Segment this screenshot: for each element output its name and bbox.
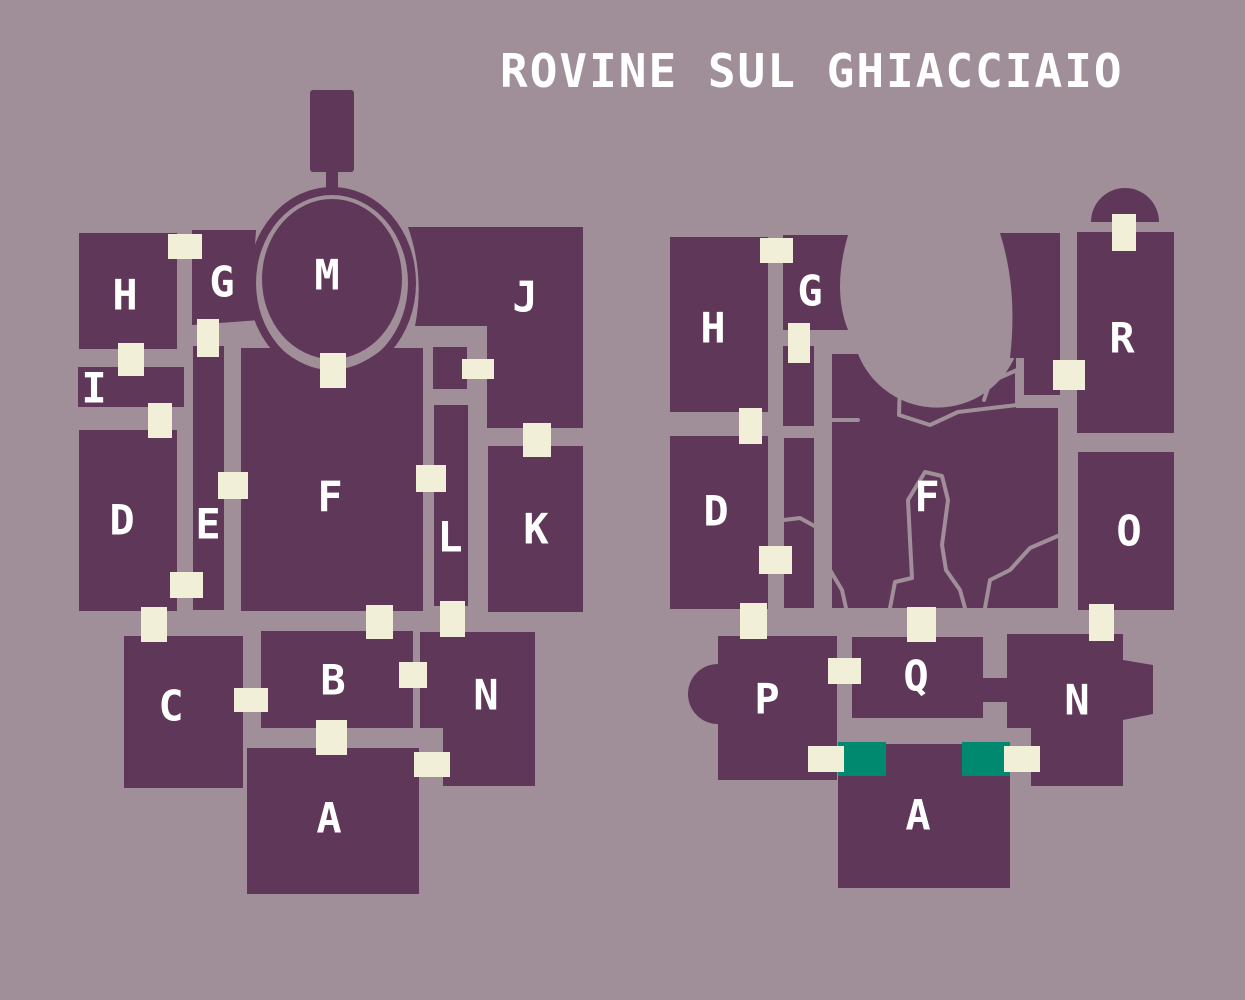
- left-room-f: [241, 348, 423, 611]
- left-label-l: L: [437, 513, 462, 562]
- door: [366, 605, 393, 639]
- right-map: H G R D F O P Q N A: [670, 188, 1174, 888]
- door: [197, 319, 219, 357]
- door: [1112, 214, 1136, 251]
- door: [907, 607, 936, 642]
- door: [740, 603, 767, 639]
- left-room-l: [434, 405, 468, 606]
- door: [1053, 360, 1085, 390]
- right-room-g: [783, 235, 848, 330]
- right-connector-qn: [983, 678, 1008, 702]
- left-label-i: I: [81, 364, 106, 413]
- door: [320, 353, 346, 388]
- left-label-f: F: [317, 473, 342, 522]
- door: [234, 688, 268, 712]
- left-label-h: H: [112, 271, 137, 320]
- door: [1089, 604, 1114, 641]
- left-label-a: A: [316, 794, 341, 843]
- left-label-b: B: [320, 656, 345, 705]
- left-room-g: [192, 230, 260, 325]
- right-room-n: [1007, 634, 1153, 786]
- right-room-p: [688, 636, 837, 780]
- door: [440, 601, 465, 637]
- left-label-g: G: [209, 258, 234, 307]
- door: [399, 662, 427, 688]
- right-label-d: D: [703, 487, 728, 536]
- right-label-n: N: [1064, 676, 1089, 725]
- door: [739, 408, 762, 444]
- door: [168, 234, 202, 259]
- door: [414, 752, 450, 777]
- right-label-p: P: [754, 675, 779, 724]
- door: [760, 238, 793, 263]
- right-room-q: [852, 637, 983, 718]
- special-door: [962, 742, 1010, 776]
- left-room-j: [408, 227, 583, 428]
- door: [828, 658, 861, 684]
- door: [316, 720, 347, 755]
- door: [523, 423, 551, 457]
- left-room-m: [262, 199, 402, 359]
- map-title: ROVINE SUL GHIACCIAIO: [500, 44, 1124, 98]
- left-label-n: N: [473, 671, 498, 720]
- door: [759, 546, 792, 574]
- door: [808, 746, 844, 772]
- left-room-b: [261, 631, 413, 728]
- right-room-r: [1077, 232, 1174, 433]
- special-door: [838, 742, 886, 776]
- left-small-room: [433, 347, 467, 389]
- door: [416, 465, 446, 492]
- left-label-k: K: [523, 505, 549, 554]
- right-label-o: O: [1116, 507, 1141, 556]
- right-label-g: G: [797, 267, 822, 316]
- left-label-m: M: [314, 251, 339, 300]
- right-dome: [1091, 188, 1159, 222]
- left-room-a: [247, 748, 419, 894]
- left-label-e: E: [195, 500, 220, 549]
- right-room-d: [670, 436, 768, 609]
- left-room-c: [124, 636, 243, 788]
- door: [1004, 746, 1040, 772]
- door: [170, 572, 203, 598]
- right-label-f: F: [914, 473, 939, 522]
- left-label-c: C: [158, 682, 183, 731]
- door: [148, 403, 172, 438]
- right-label-q: Q: [903, 652, 928, 701]
- right-label-a: A: [905, 791, 930, 840]
- left-room-d: [79, 430, 177, 611]
- left-label-d: D: [109, 496, 134, 545]
- left-room-n: [420, 632, 535, 786]
- left-tower: [310, 90, 354, 172]
- door: [141, 607, 167, 642]
- right-room-o: [1078, 452, 1174, 610]
- left-room-h: [79, 233, 177, 349]
- left-map: H G M J I F D E L K C B N A: [78, 90, 583, 894]
- door: [462, 359, 494, 379]
- left-label-j: J: [512, 273, 537, 322]
- door: [788, 323, 810, 363]
- door: [118, 343, 144, 376]
- right-label-r: R: [1109, 314, 1135, 363]
- left-room-k: [488, 446, 583, 612]
- door: [218, 472, 248, 499]
- right-label-h: H: [700, 304, 725, 353]
- right-room-f-upper: [1000, 233, 1060, 395]
- right-room-h: [670, 237, 768, 412]
